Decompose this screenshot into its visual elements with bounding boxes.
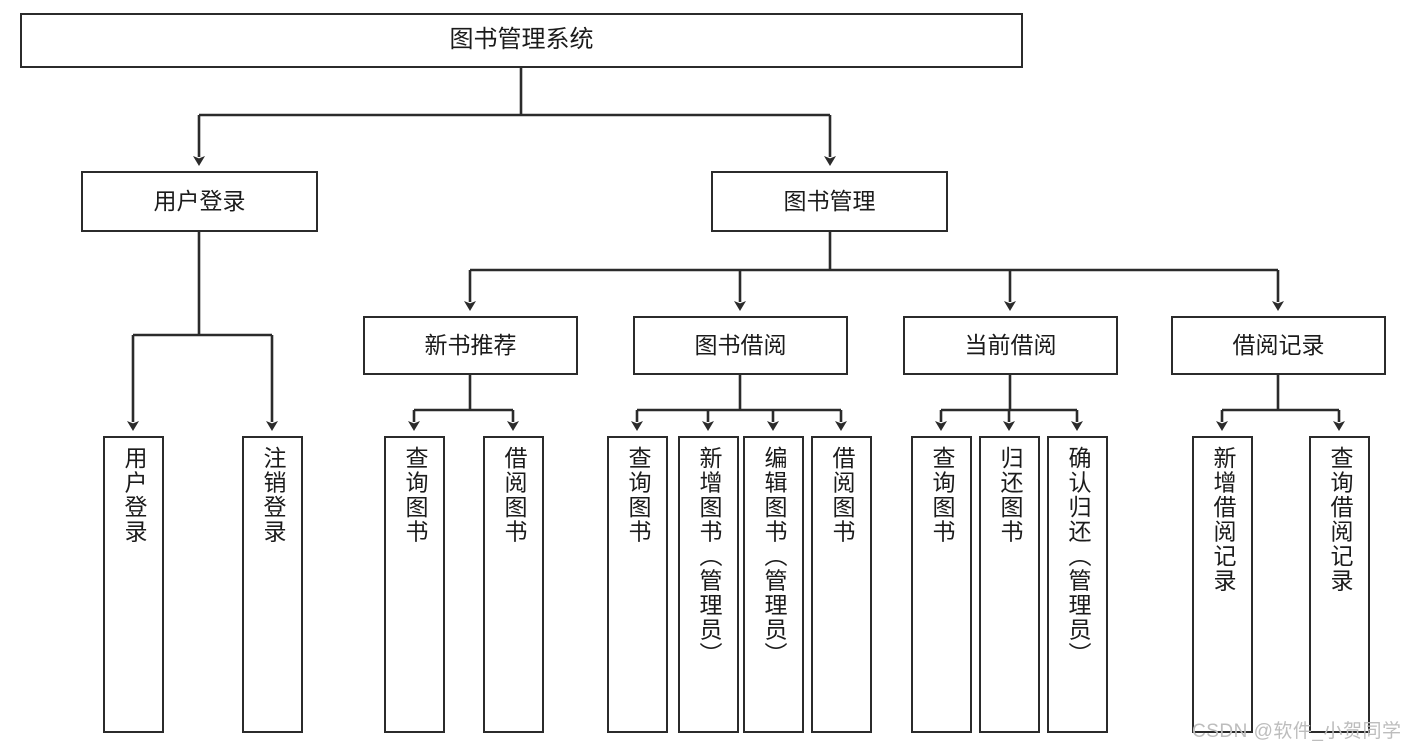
leaf-return-book[interactable]: 归还图书 — [979, 436, 1040, 733]
node-label: 借阅图书 — [829, 446, 855, 544]
node-borrowing-record[interactable]: 借阅记录 — [1171, 316, 1386, 375]
node-label: 编辑图书（管理员） — [761, 446, 787, 667]
leaf-user-login[interactable]: 用户登录 — [103, 436, 164, 733]
node-label: 确认归还（管理员） — [1065, 446, 1091, 667]
node-label: 借阅记录 — [1232, 331, 1325, 358]
node-label: 用户登录 — [121, 446, 147, 544]
node-label: 归还图书 — [997, 446, 1023, 544]
leaf-query-book-recommendation[interactable]: 查询图书 — [384, 436, 445, 733]
leaf-add-book[interactable]: 新增图书（管理员） — [678, 436, 739, 733]
node-label: 当前借阅 — [964, 331, 1057, 358]
node-label: 查询图书 — [402, 446, 428, 544]
node-book-borrowing[interactable]: 图书借阅 — [633, 316, 848, 375]
node-label: 新增借阅记录 — [1210, 446, 1236, 593]
leaf-query-book-current[interactable]: 查询图书 — [911, 436, 972, 733]
node-label: 查询借阅记录 — [1327, 446, 1353, 593]
node-new-book-recommendation[interactable]: 新书推荐 — [363, 316, 578, 375]
leaf-add-borrow-record[interactable]: 新增借阅记录 — [1192, 436, 1253, 733]
node-label: 借阅图书 — [501, 446, 527, 544]
leaf-query-book-borrowing[interactable]: 查询图书 — [607, 436, 668, 733]
node-book-management[interactable]: 图书管理 — [711, 171, 948, 232]
node-label: 查询图书 — [929, 446, 955, 544]
leaf-confirm-return[interactable]: 确认归还（管理员） — [1047, 436, 1108, 733]
leaf-logout[interactable]: 注销登录 — [242, 436, 303, 733]
leaf-borrow-book[interactable]: 借阅图书 — [811, 436, 872, 733]
node-label: 注销登录 — [260, 446, 286, 544]
node-label: 图书借阅 — [694, 331, 787, 358]
node-label: 查询图书 — [625, 446, 651, 544]
node-label: 新增图书（管理员） — [696, 446, 722, 667]
leaf-borrow-book-recommendation[interactable]: 借阅图书 — [483, 436, 544, 733]
node-label: 用户登录 — [153, 187, 246, 214]
leaf-query-borrow-record[interactable]: 查询借阅记录 — [1309, 436, 1370, 733]
node-label: 新书推荐 — [424, 331, 517, 358]
node-root-book-management-system[interactable]: 图书管理系统 — [20, 13, 1023, 68]
node-current-borrowing[interactable]: 当前借阅 — [903, 316, 1118, 375]
node-user-login[interactable]: 用户登录 — [81, 171, 318, 232]
node-label: 图书管理 — [783, 187, 876, 214]
node-label: 图书管理系统 — [449, 26, 594, 54]
leaf-edit-book[interactable]: 编辑图书（管理员） — [743, 436, 804, 733]
csdn-watermark: CSDN @软件_小贺同学 — [1192, 721, 1402, 742]
